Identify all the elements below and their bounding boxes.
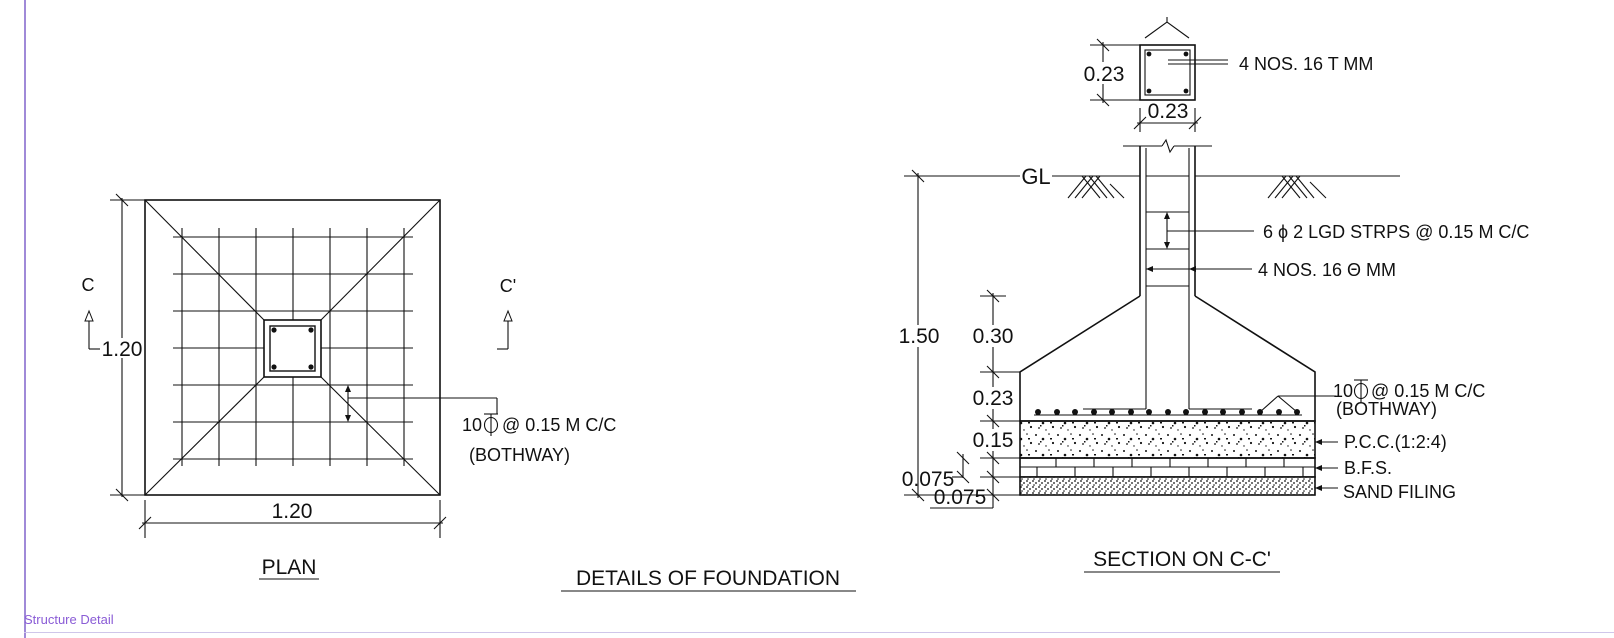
pcc-layer-label: P.C.C.(1:2:4) [1344,432,1447,452]
column-horizontal-dim-label: 0.23 [1148,100,1189,123]
plan-width-dimension [138,500,447,538]
plan-footing-outline [144,199,441,496]
plan-height-dim-label: 1.20 [102,338,143,361]
column-vertical-dim-label: 0.23 [1084,63,1125,86]
section-rebar-note-dia: 10 [1333,381,1353,401]
sheet-frame-left-border [24,0,26,638]
plan-rebar-note-dia: 10 [462,415,482,435]
section-mark-left: C [82,275,95,295]
layer-leaders [1315,439,1338,491]
section-column-stem [1083,146,1252,410]
plan-title: PLAN [262,556,317,579]
sheet-frame-bottom-border [24,632,1614,633]
column-bars-label: 4 NOS. 16 T MM [1239,54,1373,74]
section-view: 4 NOS. 16 T MM 0.23 0.23 [896,17,1529,573]
column-break-line [1123,138,1212,154]
plan-rebar-note: 10 @ 0.15 M C/C [462,415,616,435]
bfs-layer-label: B.F.S. [1344,458,1392,478]
bfs-dim-label: 0.075 [902,468,955,491]
section-mark-right: C' [500,276,516,296]
ground-hatch-left [1067,175,1125,199]
plan-diagonal-lines [144,199,441,496]
sand-dim-label: 0.075 [934,486,987,509]
section-mark-left-arrow [84,309,100,350]
base-dim-label: 0.23 [973,387,1014,410]
plan-bar-dia-symbol [483,413,499,436]
sheet-tab-label[interactable]: Structure Detail [24,612,114,627]
sand-layer-label: SAND FILING [1343,482,1456,502]
plan-view: 1.20 1.20 C C' 10 @ 0.15 M C/C [82,193,616,580]
section-column-cross-section [1139,17,1196,101]
bfs-layer [1019,457,1316,478]
slope-dim-label: 0.30 [973,325,1014,348]
section-rebar-note-bothway: (BOTHWAY) [1336,399,1437,419]
plan-rebar-spacing-leader [345,385,498,422]
sand-layer [1019,476,1316,496]
section-mark-right-arrow [497,309,513,350]
stirrup-leader [1164,212,1254,249]
pcc-layer [1019,420,1316,459]
column-horizontal-dimension [1133,108,1202,132]
depth-dim-label: 1.50 [899,325,940,348]
stirrups-label: 6 ϕ 2 LGD STRPS @ 0.15 M C/C [1263,222,1529,242]
ground-hatch-right [1267,175,1327,199]
section-rebar-note: 10 @ 0.15 M C/C [1333,381,1485,401]
section-bar-dia-symbol [1353,379,1369,402]
plan-column [263,319,322,378]
sheet-title: DETAILS OF FOUNDATION [576,567,840,590]
ground-level-label: GL [1021,164,1050,189]
main-bars-label: 4 NOS. 16 Θ MM [1258,260,1396,280]
main-bars-leader [1146,266,1252,272]
plan-width-dim-label: 1.20 [272,500,313,523]
pcc-dim-label: 0.15 [973,429,1014,452]
plan-rebar-note-spacing: @ 0.15 M C/C [502,415,616,435]
section-title: SECTION ON C-C' [1093,548,1271,571]
footing-rebar-leader [1259,395,1336,413]
section-rebar-note-spacing: @ 0.15 M C/C [1371,381,1485,401]
plan-rebar-note-bothway: (BOTHWAY) [469,445,570,465]
column-bars-leader [1168,59,1228,65]
